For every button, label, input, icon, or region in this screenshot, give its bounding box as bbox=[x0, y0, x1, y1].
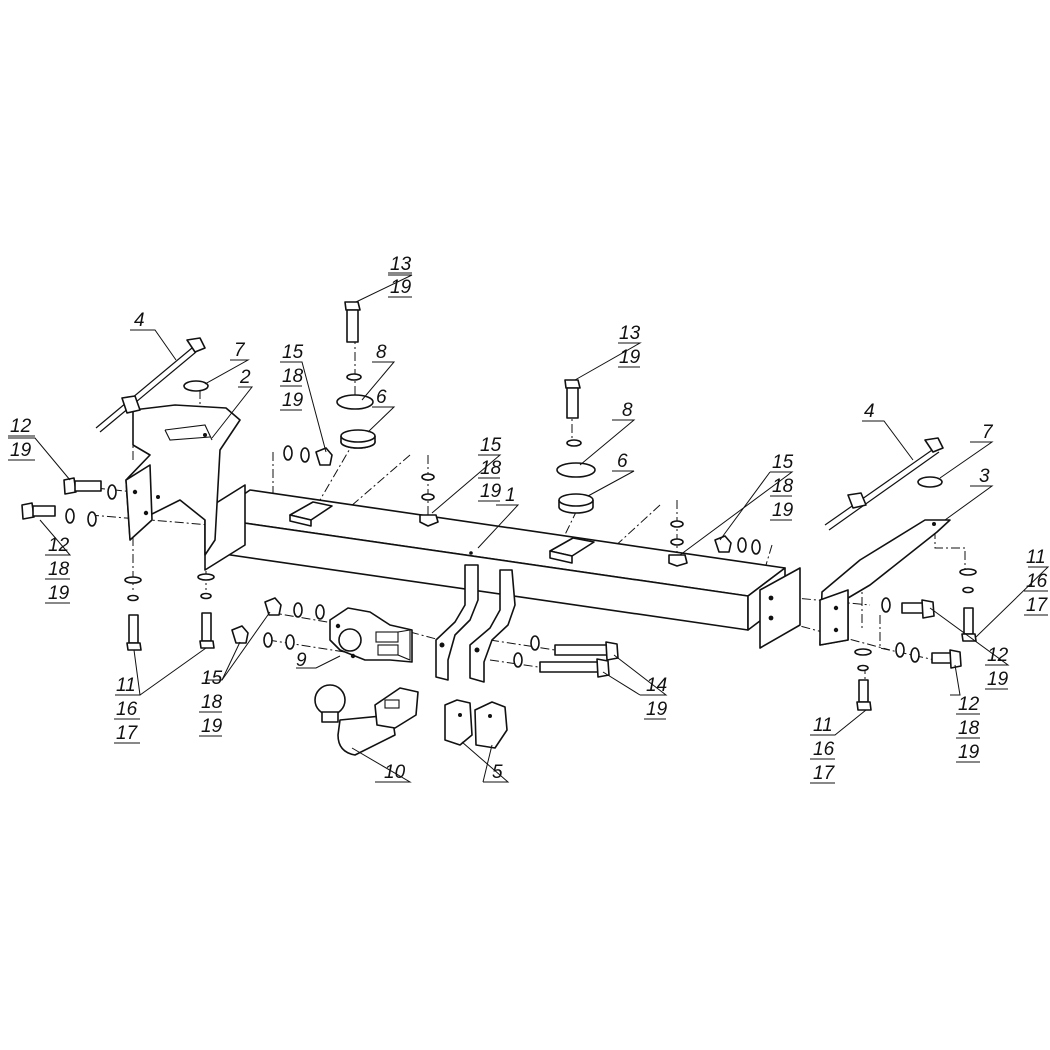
callout-12-right-top-b: 19 bbox=[987, 669, 1009, 690]
reinforcement-plates-5 bbox=[444, 699, 508, 749]
bolt-12-right-bottom bbox=[895, 642, 962, 669]
callout-11-left-c: 17 bbox=[116, 723, 139, 744]
callout-5: 5 bbox=[492, 762, 503, 783]
bolt-11-left-b bbox=[197, 573, 215, 649]
callout-11-right-top-b: 16 bbox=[1026, 571, 1048, 592]
callout-15-left-top-b: 18 bbox=[282, 366, 304, 387]
callout-15-right-b: 18 bbox=[772, 476, 794, 497]
callout-2: 2 bbox=[239, 367, 251, 388]
nut-group-mid bbox=[419, 473, 439, 527]
washer-7-right bbox=[917, 476, 943, 488]
callout-12-left-bottom-c: 19 bbox=[48, 583, 70, 604]
bolt-13-right bbox=[564, 379, 581, 419]
callout-underlines bbox=[8, 272, 1048, 784]
callout-15-left-bottom-b: 18 bbox=[201, 692, 223, 713]
callout-labels: 4 7 2 12 19 12 18 19 13 19 15 18 19 8 6 … bbox=[10, 254, 1049, 784]
callout-12-right-bottom-a: 12 bbox=[958, 694, 980, 715]
callout-3: 3 bbox=[979, 466, 990, 487]
left-side-bracket bbox=[125, 404, 241, 556]
callout-15-left-bottom-c: 19 bbox=[201, 716, 223, 737]
callout-11-left-b: 16 bbox=[116, 699, 138, 720]
callout-6-left: 6 bbox=[376, 387, 387, 408]
flange-plate-9 bbox=[329, 607, 413, 663]
callout-14-b: 19 bbox=[646, 699, 668, 720]
right-side-bracket bbox=[819, 519, 951, 646]
callout-15-left-top-a: 15 bbox=[282, 342, 304, 363]
washer-7-left bbox=[183, 380, 209, 392]
callout-8-right: 8 bbox=[622, 400, 633, 421]
spacer-6-right bbox=[558, 493, 594, 514]
callout-7-right: 7 bbox=[982, 422, 994, 443]
callout-15-mid-c: 19 bbox=[480, 481, 502, 502]
tow-ball-10 bbox=[314, 684, 419, 756]
tie-rod-left bbox=[95, 337, 206, 433]
callout-4-left: 4 bbox=[134, 310, 145, 331]
bolt-12-left-bottom bbox=[21, 502, 97, 527]
nut-group-right bbox=[668, 520, 761, 567]
nut-group-left-bottom bbox=[231, 597, 325, 650]
plate-8-left bbox=[336, 394, 374, 410]
bolts-14 bbox=[513, 635, 619, 678]
callout-11-right-bottom-a: 11 bbox=[813, 715, 833, 736]
drop-brackets bbox=[435, 564, 516, 683]
spring-washer-left bbox=[346, 373, 362, 381]
bolt-11-right-top bbox=[959, 568, 977, 642]
leader-lines bbox=[8, 274, 1050, 783]
callout-7-left: 7 bbox=[234, 340, 246, 361]
callout-11-right-bottom-c: 17 bbox=[813, 763, 836, 784]
callout-13-left-b: 19 bbox=[390, 277, 412, 298]
callout-12-left-top-a: 12 bbox=[10, 416, 32, 437]
callout-15-right-c: 19 bbox=[772, 500, 794, 521]
callout-13-left-a: 13 bbox=[390, 254, 412, 275]
callout-12-left-bottom-a: 12 bbox=[48, 535, 70, 556]
spring-washer-right bbox=[566, 439, 582, 447]
callout-4-right: 4 bbox=[864, 401, 875, 422]
callout-12-right-bottom-b: 18 bbox=[958, 718, 980, 739]
bolt-13-left bbox=[344, 301, 361, 343]
callout-12-right-top-a: 12 bbox=[987, 645, 1009, 666]
callout-11-left-a: 11 bbox=[116, 675, 136, 696]
callout-9: 9 bbox=[296, 650, 307, 671]
callout-13-right-b: 19 bbox=[619, 347, 641, 368]
callout-12-right-bottom-c: 19 bbox=[958, 742, 980, 763]
callout-6-right: 6 bbox=[617, 451, 628, 472]
callout-15-right-a: 15 bbox=[772, 452, 794, 473]
callout-11-right-top-a: 11 bbox=[1026, 547, 1046, 568]
tie-rod-right bbox=[824, 437, 944, 531]
callout-11-right-bottom-b: 16 bbox=[813, 739, 835, 760]
callout-15-left-bottom-a: 15 bbox=[201, 668, 223, 689]
spacer-6-left bbox=[340, 429, 376, 449]
bolt-12-left-top bbox=[63, 477, 117, 500]
callout-12-left-top-b: 19 bbox=[10, 440, 32, 461]
callout-8-left: 8 bbox=[376, 342, 387, 363]
callout-1: 1 bbox=[505, 485, 516, 506]
bolt-11-left-a bbox=[124, 576, 142, 651]
callout-15-mid-a: 15 bbox=[480, 435, 502, 456]
bolt-12-right-top bbox=[881, 597, 935, 619]
callout-10: 10 bbox=[384, 762, 406, 783]
nut-group-left-top bbox=[283, 445, 333, 466]
callout-15-left-top-c: 19 bbox=[282, 390, 304, 411]
callout-15-mid-b: 18 bbox=[480, 458, 502, 479]
callout-13-right-a: 13 bbox=[619, 323, 641, 344]
plate-8-right bbox=[556, 462, 596, 478]
bolt-11-right-bottom bbox=[854, 648, 872, 711]
callout-11-right-top-c: 17 bbox=[1026, 595, 1049, 616]
callout-14-a: 14 bbox=[646, 675, 667, 696]
callout-12-left-bottom-b: 18 bbox=[48, 559, 70, 580]
